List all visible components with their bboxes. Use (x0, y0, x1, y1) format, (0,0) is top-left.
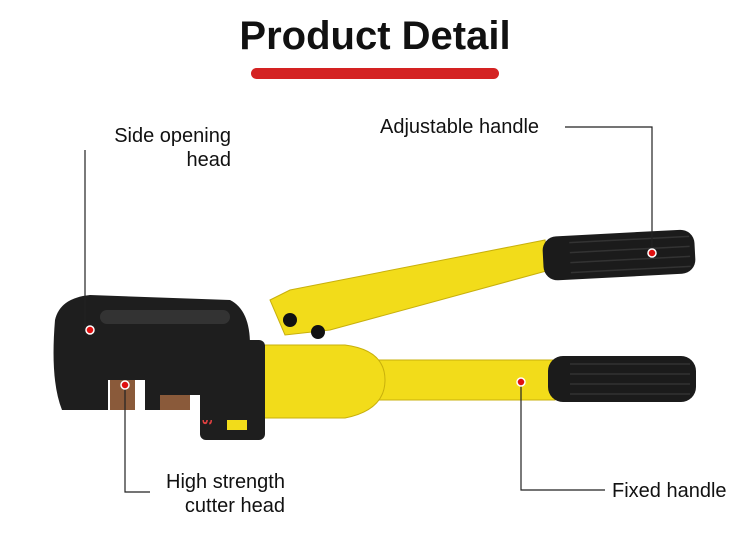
callout-text: High strength (166, 471, 285, 493)
callout-cutter-head: High strength cutter head (153, 470, 285, 518)
title-underline (251, 68, 499, 79)
callout-side-opening-head: Side opening head (105, 124, 231, 172)
callout-text: cutter head (184, 495, 285, 517)
callout-adjustable-handle: Adjustable handle (380, 116, 540, 138)
page-title: Product Detail (239, 14, 511, 58)
callout-text: Side opening (114, 125, 231, 147)
callout-fixed-handle: Fixed handle (612, 480, 727, 502)
callout-text: head (186, 149, 232, 171)
